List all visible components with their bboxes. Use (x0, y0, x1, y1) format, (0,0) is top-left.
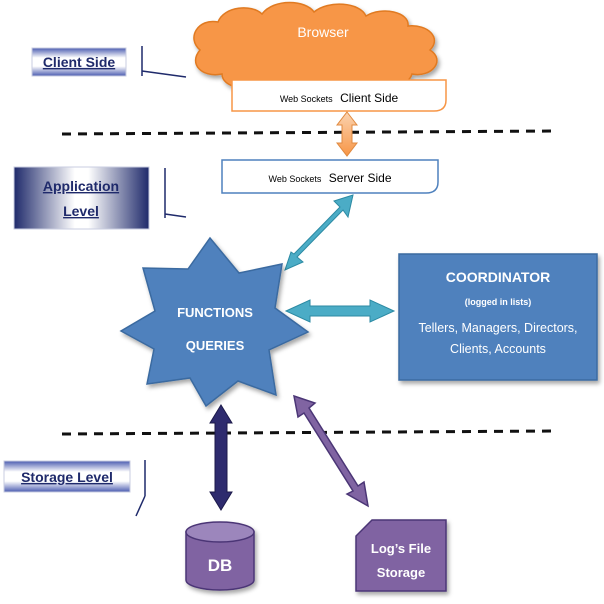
coordinator-line1: Tellers, Managers, Directors, (418, 321, 577, 335)
layer-label-client-side: Client Side (31, 46, 187, 78)
functions-logs-arrow (293, 394, 369, 508)
logs-line2: Storage (377, 565, 425, 580)
functions-coordinator-arrow (284, 299, 396, 323)
storage-level-text: Storage Level (21, 469, 113, 485)
coordinator-title: COORDINATOR (446, 269, 550, 285)
ws-server-small-text: Web Sockets (268, 174, 321, 184)
queries-label: QUERIES (186, 338, 245, 353)
ws-server-big-text: Server Side (329, 171, 392, 185)
websockets-server-side: Web Sockets Server Side (221, 159, 439, 194)
logs-line1: Log’s File (371, 541, 431, 556)
functions-queries-star: FUNCTIONS QUERIES (119, 236, 310, 408)
svg-text:Web Sockets Client Side: Web Sockets Client Side (280, 89, 399, 106)
layer-label-application-level: Application Level (13, 166, 187, 230)
application-text-line2: Level (63, 203, 99, 219)
coordinator-line2: Clients, Accounts (450, 342, 546, 356)
server-functions-arrow (284, 194, 354, 271)
websockets-client-side: Web Sockets Client Side (231, 79, 447, 112)
coordinator-subtitle: (logged in lists) (465, 297, 532, 307)
svg-text:Web Sockets Server Side: Web Sockets Server Side (268, 169, 391, 186)
ws-client-small-text: Web Sockets (280, 94, 333, 104)
functions-label: FUNCTIONS (177, 305, 253, 320)
ws-client-big-text: Client Side (340, 91, 398, 105)
logs-file-storage: Log’s File Storage (355, 519, 447, 592)
separator-client-application (61, 129, 557, 136)
coordinator-box: COORDINATOR (logged in lists) Tellers, M… (398, 253, 598, 381)
websocket-link-arrow (335, 111, 359, 157)
db-cylinder: DB (185, 521, 255, 591)
db-label: DB (208, 556, 233, 575)
browser-label: Browser (297, 24, 349, 40)
application-text-line1: Application (43, 178, 119, 194)
layer-label-storage-level: Storage Level (3, 460, 146, 517)
separator-application-storage (61, 429, 557, 436)
browser-cloud: Browser (193, 1, 438, 94)
functions-db-arrow (209, 404, 233, 511)
client-side-text: Client Side (43, 54, 116, 70)
